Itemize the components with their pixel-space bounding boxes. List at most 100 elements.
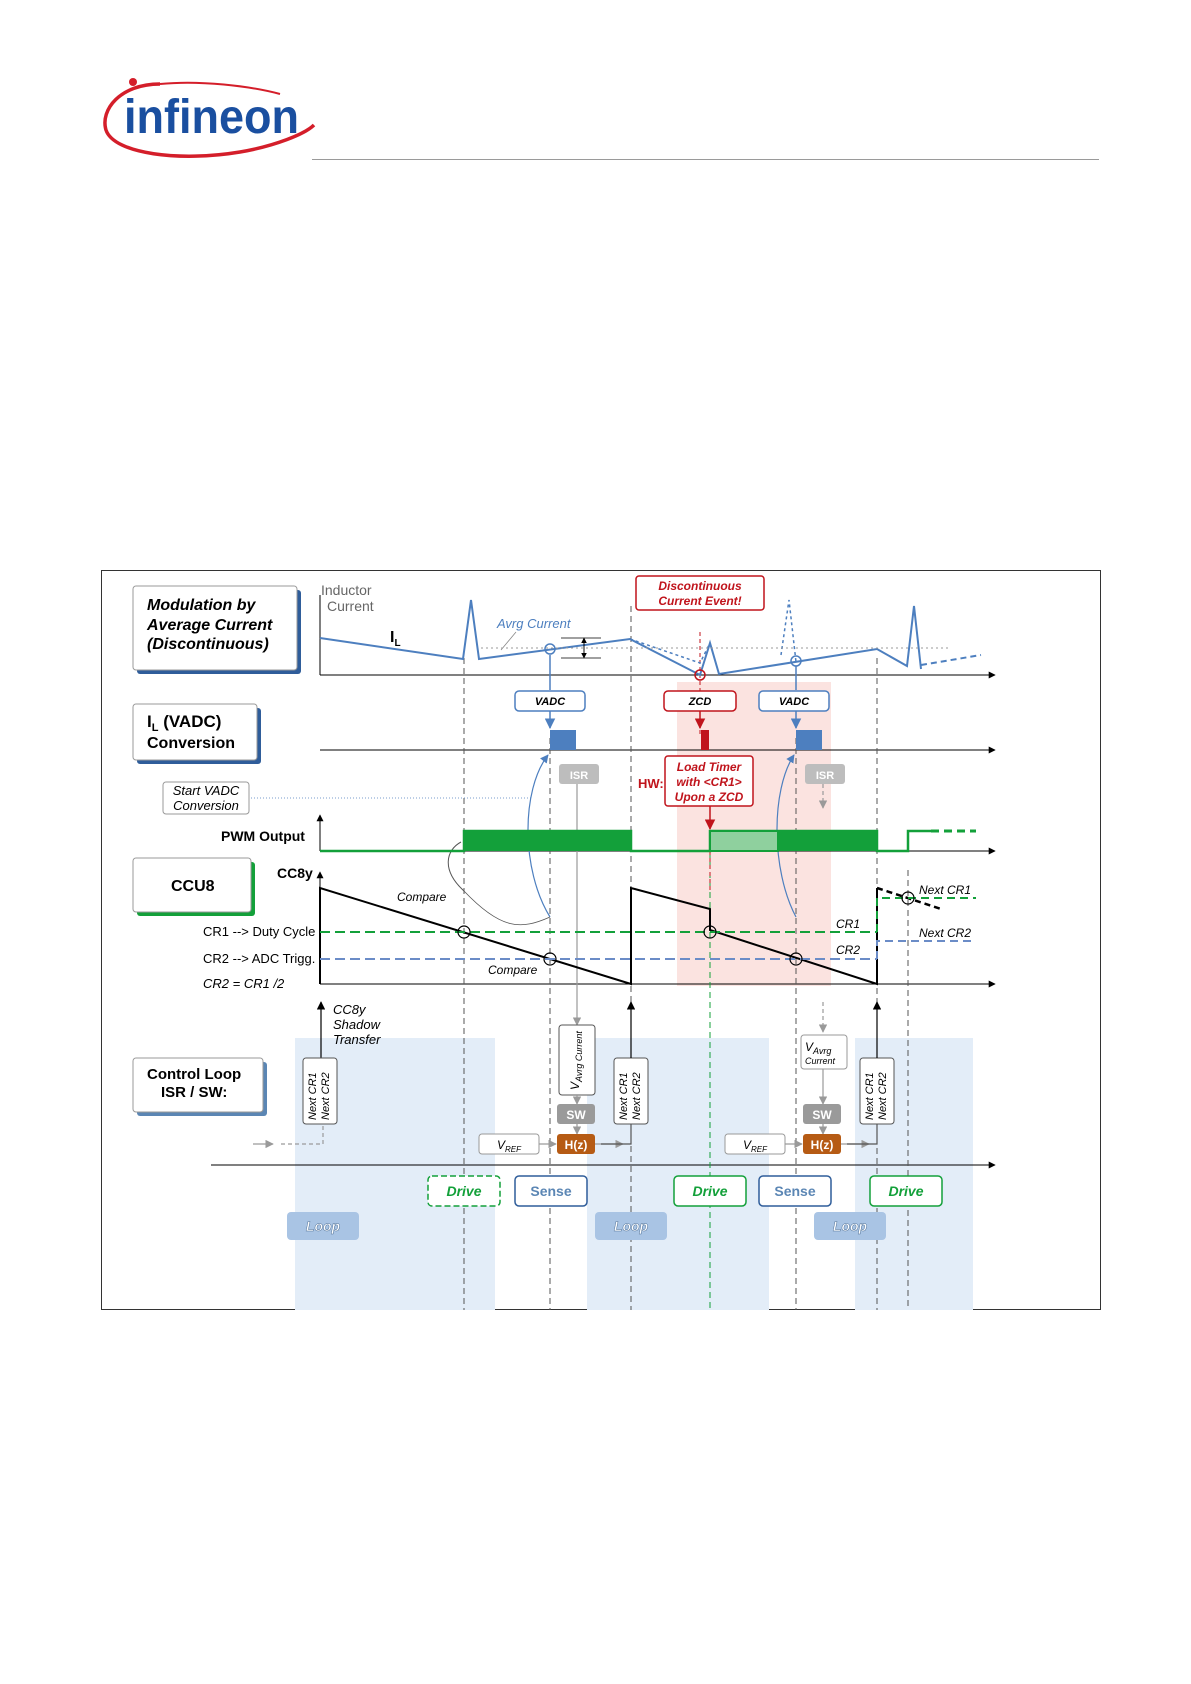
loop-tag-3 [814,1212,886,1240]
drive-box-1 [427,1175,501,1207]
logo-wordmark: infineon [124,91,299,144]
il-conv-symbol: I [147,712,152,731]
infineon-logo: infineon [100,70,320,165]
vavrg-sub-2b: Current [805,1056,836,1066]
pwm-pulse-1 [464,831,631,851]
compare-label-2: Compare [488,963,538,977]
cc8y-sawtooth [319,886,878,986]
ccu8-title: CCU8 [132,857,255,916]
next-cr2-vert-2: Next CR2 [631,1072,643,1120]
isr-box-2 [805,764,845,784]
svg-text:IL: IL [390,629,401,649]
loop-tag-2 [595,1212,667,1240]
drive-box-3 [869,1175,943,1207]
sw-box-2 [803,1104,841,1124]
next-cr1-vert-3: Next CR1 [864,1072,876,1120]
vref-sub-2: REF [751,1145,768,1154]
drive-label-1: Drive [446,1183,481,1199]
compare-point-5 [901,891,915,905]
drive-box-2 [673,1175,747,1207]
vadc-label-2: VADC [779,696,810,708]
vavrg-box-2 [800,1034,848,1070]
discontinuous-line-1: Discontinuous [658,579,742,593]
svg-text:VAvrg Current: VAvrg Current [568,1031,584,1090]
sw-box-1 [557,1104,595,1124]
inductor-current-label-2: Current [327,598,374,614]
svg-text:IL (VADC): IL (VADC) [147,712,221,734]
modulation-title: Modulation by Average Current (Discontin… [132,585,301,674]
pwm-output-label: PWM Output [221,828,305,844]
cr1-label: CR1 [836,917,860,931]
il-conversion-title: IL (VADC) Conversion [132,703,261,764]
compare-point-3 [703,925,717,939]
loop-tag-1 [287,1212,359,1240]
cc8y-label: CC8y [277,865,313,881]
il-waveform-tail [920,654,982,666]
loop-label-1: Loop [306,1218,341,1234]
il-waveform [319,599,922,677]
loop-feedback-2 [601,1124,632,1145]
sw-label-1: SW [566,1108,586,1122]
vadc-label-1: VADC [535,696,566,708]
next-cr-box-2: Next CR1 Next CR2 [613,1057,649,1125]
compare-point-4 [789,952,803,966]
logo-dot [129,78,137,86]
hz-label-1: H(z) [565,1138,588,1152]
ccu8-label: CCU8 [171,878,215,895]
control-line-2: ISR / SW: [161,1084,227,1101]
discontinuous-box [635,575,765,611]
il-conv-sub: L [152,722,159,734]
compare-point-1 [457,925,471,939]
avrg-current-pointer [500,631,517,651]
vadc-box-2 [758,690,830,712]
load-timer-line-1: Load Timer [677,760,743,774]
hz-box-1 [557,1134,595,1154]
hz-label-2: H(z) [811,1138,834,1152]
header-rule [312,159,1099,160]
start-vadc-line-2: Conversion [173,798,239,813]
svg-text:VREF: VREF [497,1138,522,1154]
vadc-conversion-2 [796,730,822,750]
hz-box-2 [803,1134,841,1154]
vavrg-main-1: V [568,1081,582,1090]
modulation-line-3: (Discontinuous) [147,636,269,653]
next-cr1-label: Next CR1 [919,883,971,897]
avrg-current-label: Avrg Current [496,616,572,631]
load-timer-box [664,755,754,807]
svg-text:VREF: VREF [743,1138,768,1154]
vavrg-main-2: V [805,1040,814,1054]
vref-main-1: V [497,1138,506,1152]
inductor-current-label-1: Inductor [321,582,372,598]
hw-label: HW: [638,776,664,791]
pwm-pulse-2 [778,831,877,851]
start-vadc-line-1: Start VADC [173,783,240,798]
compare-curve [463,890,551,926]
start-vadc-box [162,781,250,815]
il-waveform-dotted-2 [780,599,797,663]
sense-label-1: Sense [530,1183,571,1199]
modulation-line-1: Modulation by [147,597,257,614]
vref-main-2: V [743,1138,752,1152]
cr2-adc-label: CR2 --> ADC Trigg. [203,951,315,966]
svg-text:VAvrg: VAvrg [805,1040,831,1056]
vref-sub-1: REF [505,1145,522,1154]
next-cr2-vert-1: Next CR2 [320,1072,332,1120]
il-conv-rest: (VADC) [158,712,221,731]
loop-label-2: Loop [614,1218,649,1234]
next-cr2-vert-3: Next CR2 [877,1072,889,1120]
compare-point-2 [543,952,557,966]
sw-label-2: SW [812,1108,832,1122]
vavrg-box-1: VAvrg Current [558,1024,596,1096]
cr2-eq-label: CR2 = CR1 /2 [203,976,285,991]
load-timer-line-2: with <CR1> [676,775,741,789]
logo-swoosh [103,82,316,158]
sense-box-2 [758,1175,832,1207]
shadow-line-3: Transfer [333,1032,381,1047]
next-cr1-level [876,897,976,932]
pwm-pulse-2-light [709,830,779,852]
isr-label-2: ISR [816,770,834,782]
vavrg-sub-1: Avrg Current [574,1031,584,1083]
il-subscript: L [394,638,400,649]
loop-feedback-1 [281,1124,324,1145]
vadc-conversion-1 [550,730,576,750]
